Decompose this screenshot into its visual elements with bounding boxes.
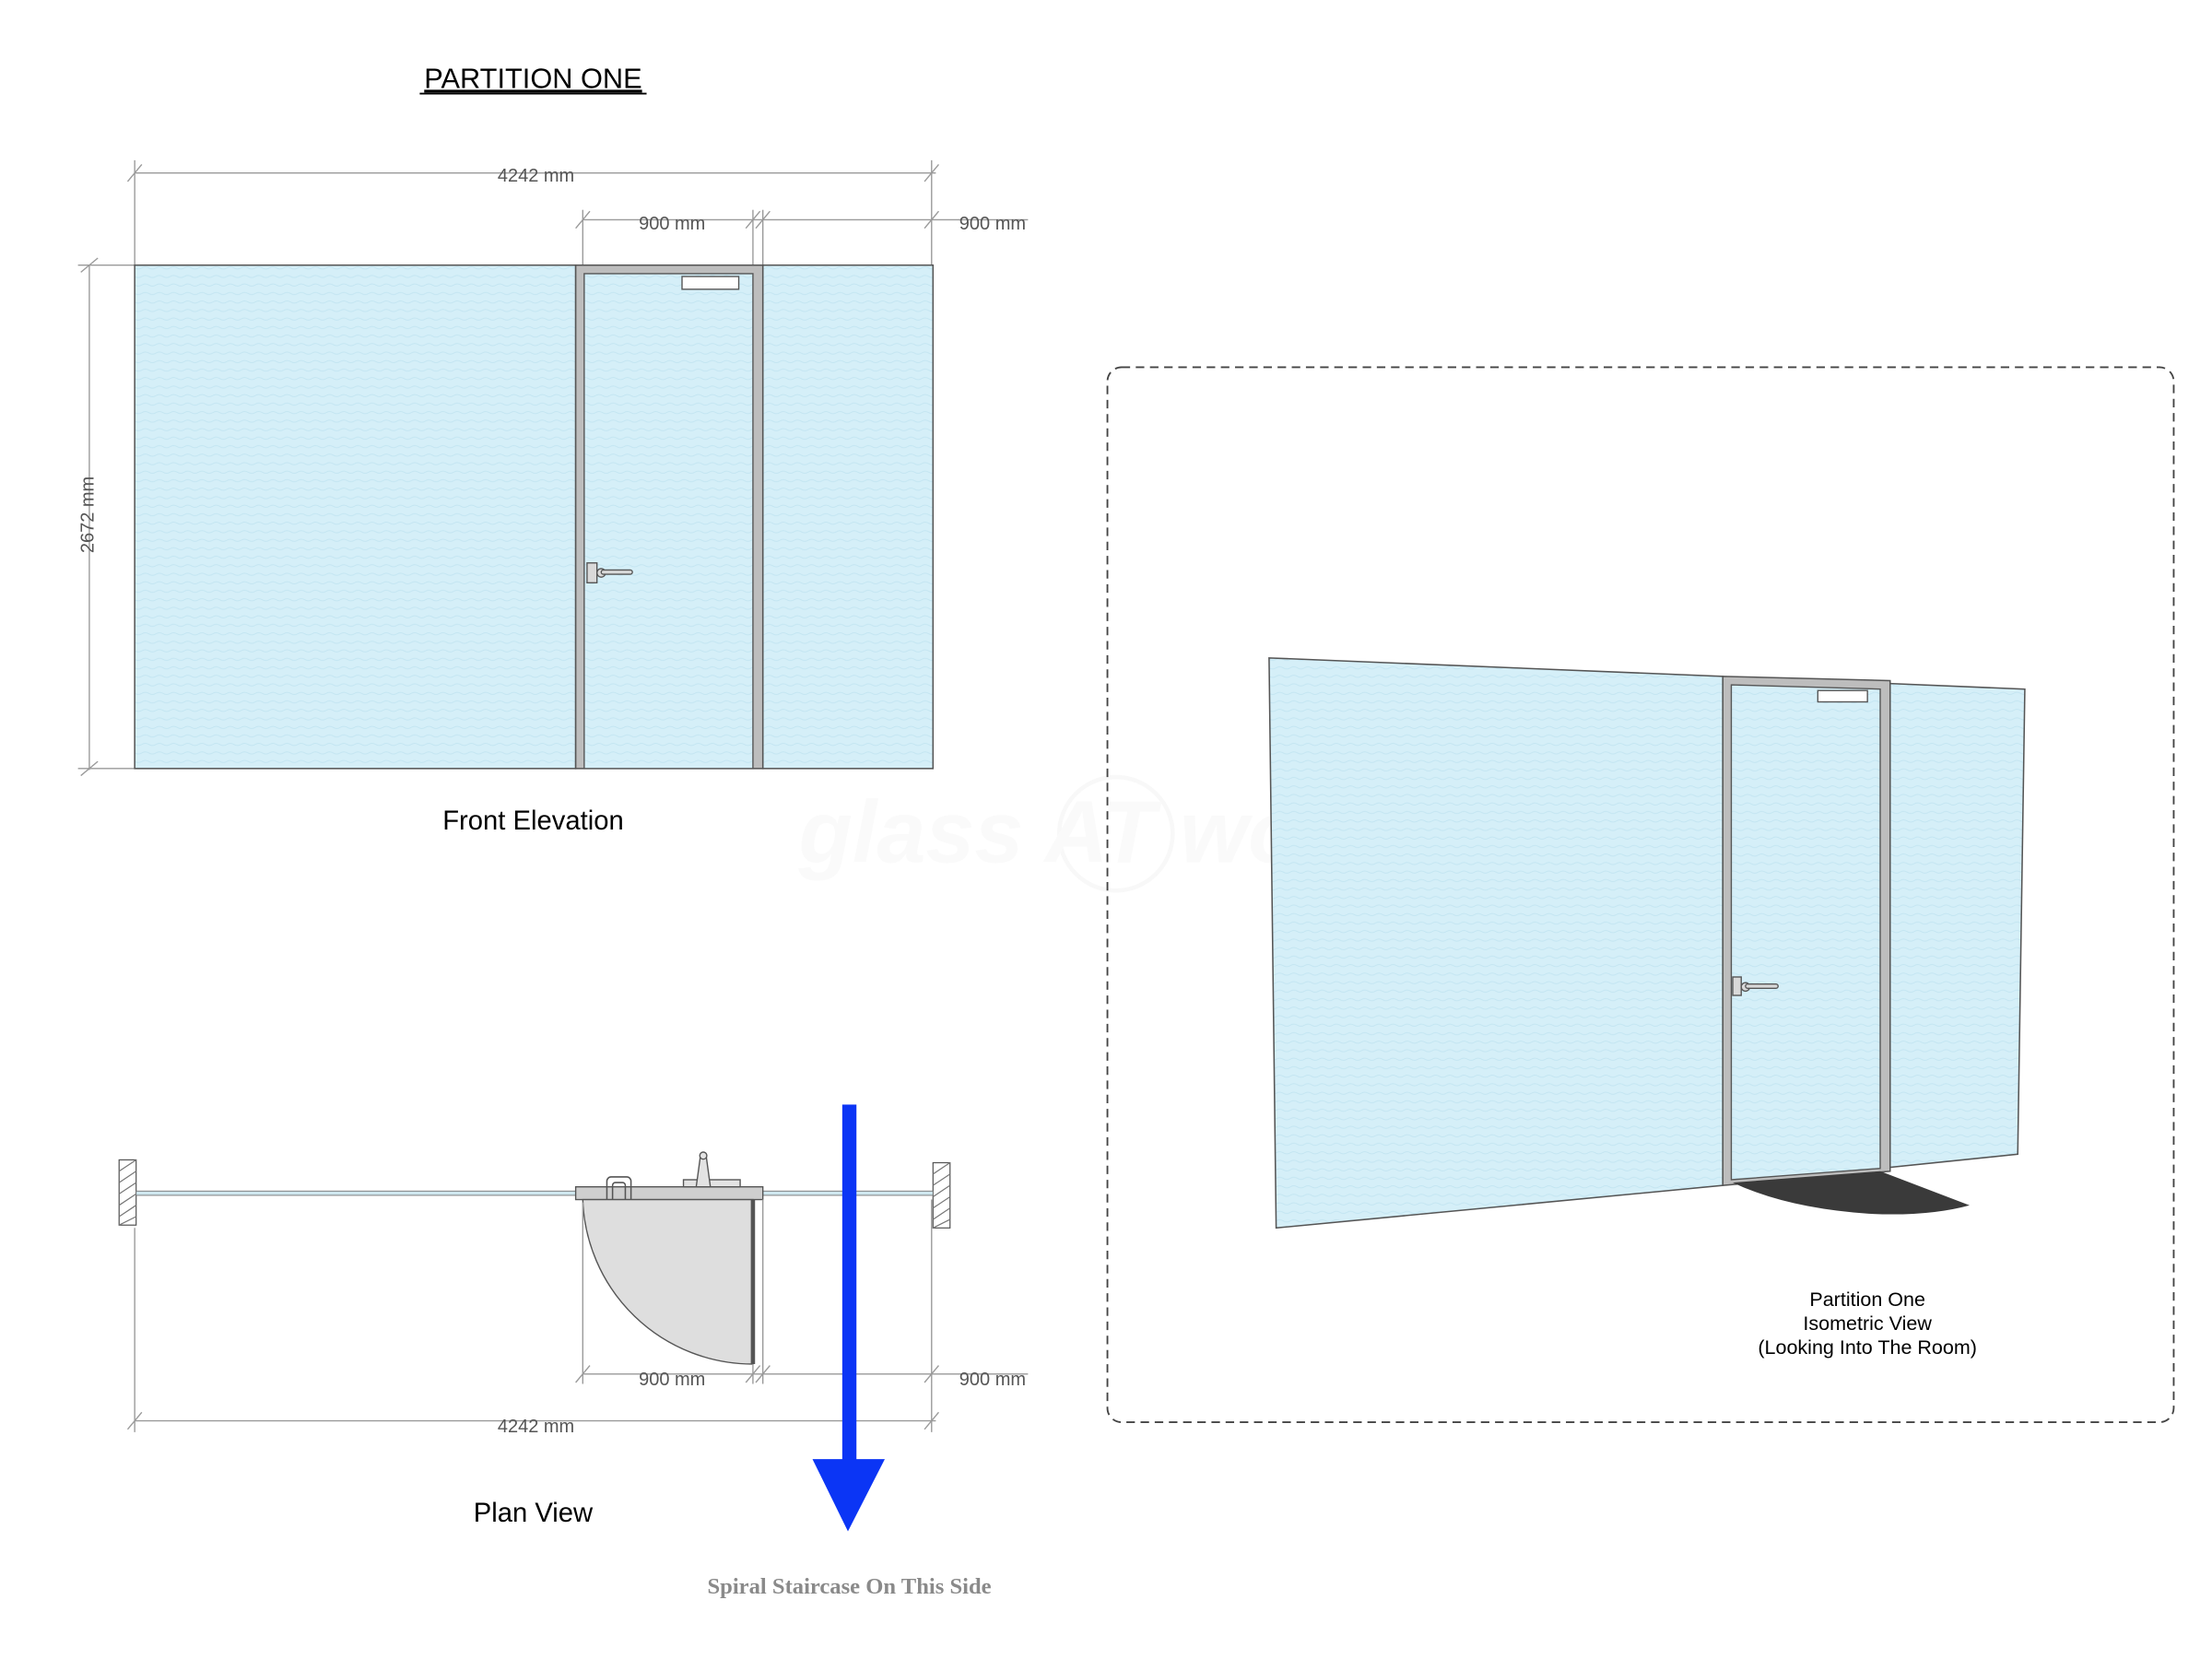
dim-label-door-width: 900 mm — [639, 214, 705, 234]
staircase-note: Spiral Staircase On This Side — [707, 1574, 991, 1599]
front-elevation: 4242 mm 900 mm 900 mm 2672 mm — [77, 159, 1029, 836]
plan-dimension-total — [126, 1228, 939, 1432]
right-glass-panel — [761, 264, 935, 770]
iso-caption-line3: (Looking Into The Room) — [1758, 1336, 1977, 1359]
door-glass — [583, 273, 754, 770]
right-wall-hatch — [932, 1161, 951, 1229]
plan-dim-label-door: 900 mm — [639, 1370, 705, 1390]
iso-right-glass-panel — [1879, 682, 2026, 1170]
dim-label-side-panel-width: 900 mm — [959, 214, 1026, 234]
isometric-view-border — [1106, 366, 2175, 1423]
plan-glass-left — [135, 1190, 577, 1196]
door-closer-icon — [682, 1151, 741, 1188]
front-elevation-label: Front Elevation — [442, 806, 624, 836]
plan-dim-label-side-panel: 900 mm — [959, 1370, 1026, 1390]
door-swing-arc — [582, 1198, 754, 1365]
iso-door-closer — [1817, 689, 1868, 703]
iso-caption-line1: Partition One — [1809, 1288, 1925, 1311]
dim-label-total-width: 4242 mm — [498, 166, 574, 186]
dimension-height — [77, 257, 135, 777]
iso-floor-shadow — [1733, 1171, 1970, 1215]
dim-label-height: 2672 mm — [78, 477, 99, 553]
isometric-view: Partition One Isometric View (Looking In… — [1106, 366, 2175, 1423]
plan-dimension-door — [575, 1199, 1029, 1384]
dimension-door-width — [575, 209, 1029, 267]
staircase-direction-arrow-icon — [812, 1104, 885, 1532]
dimension-total-width — [126, 159, 939, 267]
plan-dim-label-total: 4242 mm — [498, 1417, 574, 1437]
door-closer — [681, 276, 740, 290]
iso-caption-line2: Isometric View — [1803, 1312, 1932, 1335]
iso-door-handle-icon — [1732, 976, 1779, 996]
drawing-title: PARTITION ONE — [424, 62, 641, 94]
plan-view: 900 mm 900 mm 4242 mm Plan View — [118, 1151, 1029, 1528]
plan-door-frame — [574, 1186, 764, 1201]
iso-door-glass — [1730, 684, 1881, 1181]
left-glass-panel — [134, 264, 577, 770]
plan-view-label: Plan View — [474, 1499, 594, 1528]
iso-left-glass-panel — [1268, 657, 1724, 1230]
door-handle-icon — [586, 562, 633, 583]
left-wall-hatch — [118, 1159, 137, 1226]
